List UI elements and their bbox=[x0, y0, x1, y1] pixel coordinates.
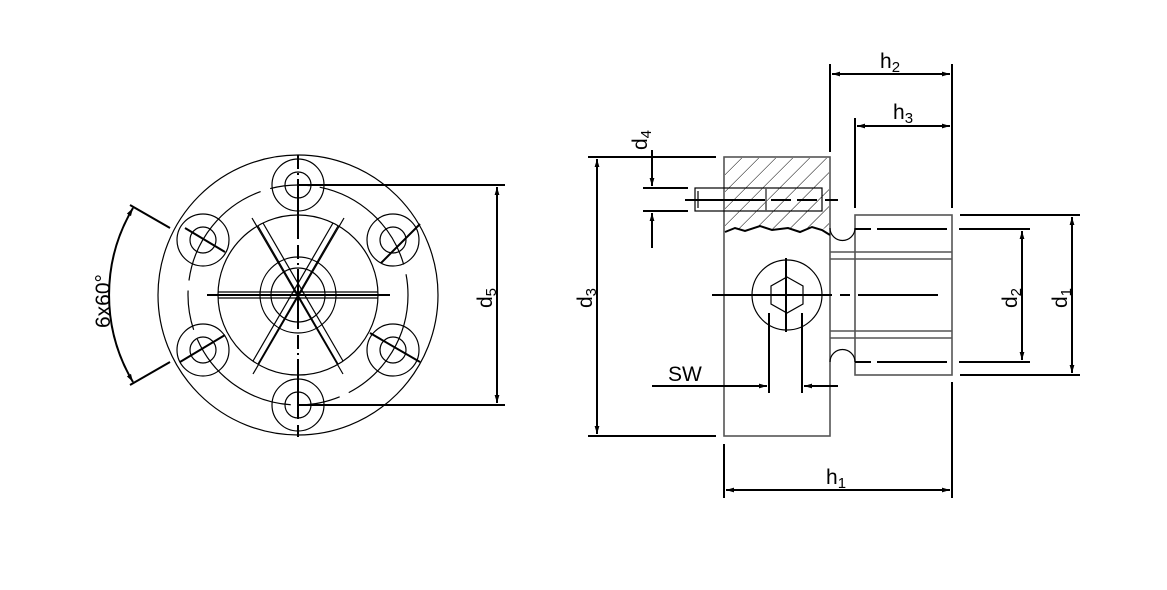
bolt-holes bbox=[176, 158, 420, 432]
front-view: d5 6x60° bbox=[92, 154, 505, 437]
d3-label: d3 bbox=[574, 288, 600, 308]
bolt-hole bbox=[366, 213, 420, 267]
bolt-hole bbox=[366, 323, 420, 377]
bolt-hole bbox=[176, 323, 230, 377]
angle-label: 6x60° bbox=[92, 274, 115, 328]
h1-label: h1 bbox=[826, 466, 846, 492]
bolt-hole bbox=[176, 213, 230, 267]
side-view: SW d3 d4 d2 d1 h2 h3 h1 bbox=[574, 50, 1080, 498]
d5-label: d5 bbox=[474, 288, 500, 308]
angle-dimension bbox=[108, 207, 134, 383]
d1-label: d1 bbox=[1049, 288, 1075, 308]
d4-label: d4 bbox=[629, 130, 655, 150]
h3-label: h3 bbox=[893, 101, 913, 127]
d2-label: d2 bbox=[999, 288, 1025, 308]
sw-label: SW bbox=[668, 363, 702, 386]
h2-label: h2 bbox=[880, 50, 900, 76]
